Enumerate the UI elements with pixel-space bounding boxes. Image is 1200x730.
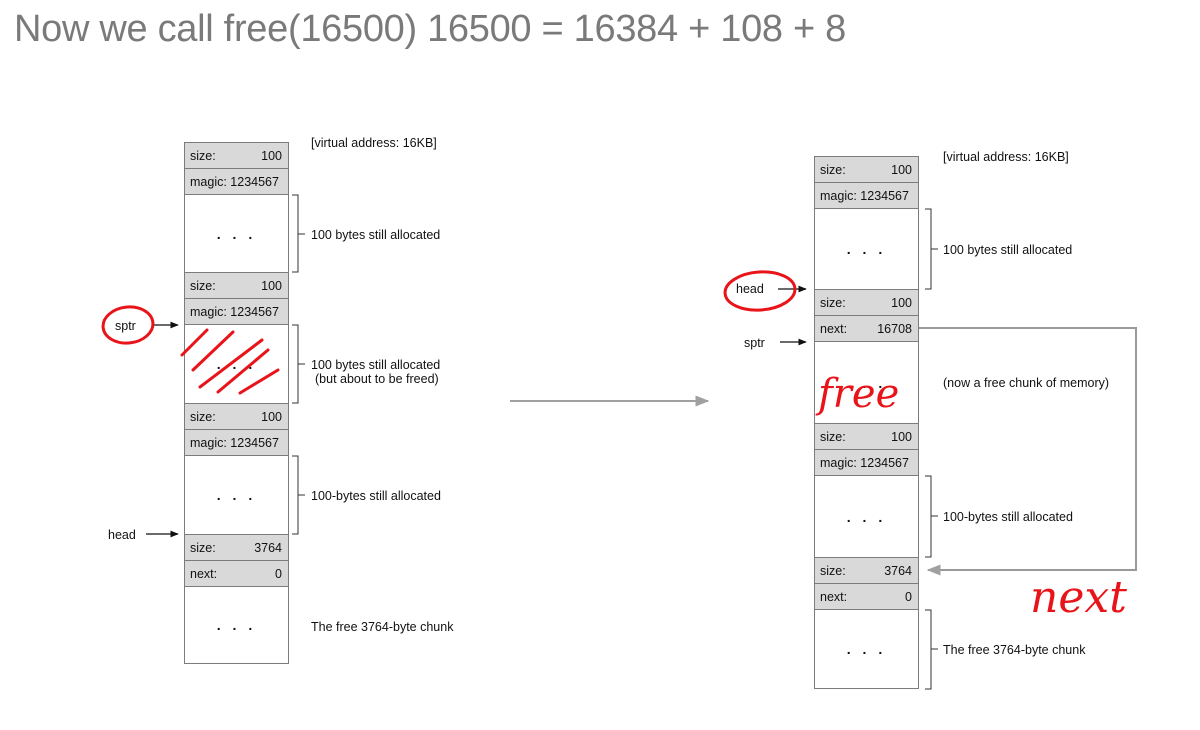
- sptr-circle: [101, 305, 155, 345]
- handwritten-free: free: [815, 371, 899, 417]
- magic-label: magic: 1234567: [190, 174, 279, 189]
- left-h3-size-cell: size: 100: [184, 403, 289, 430]
- right-vaddr-label: [virtual address: 16KB]: [943, 150, 1069, 164]
- ellipsis: . . .: [846, 641, 887, 657]
- size-value: 100: [891, 429, 912, 444]
- left-vaddr-label: [virtual address: 16KB]: [311, 136, 437, 150]
- size-value: 100: [261, 278, 282, 293]
- left-sptr-label: sptr: [115, 319, 136, 333]
- ellipsis: . . .: [846, 374, 887, 391]
- right-h3-size-cell: size: 100: [814, 423, 919, 450]
- strike-5: [238, 368, 280, 395]
- next-pointer-connector: [919, 327, 1137, 576]
- right-chunk1-note: 100 bytes still allocated: [943, 243, 1073, 257]
- size-value: 100: [261, 148, 282, 163]
- ellipsis: . . .: [846, 241, 887, 257]
- right-bracket-chunk1: [925, 208, 932, 290]
- left-h2-magic-cell: magic: 1234567: [184, 298, 289, 325]
- left-free-next-cell: next: 0: [184, 560, 289, 587]
- size-label: size:: [190, 148, 216, 163]
- left-h1-magic-cell: magic: 1234567: [184, 168, 289, 195]
- next-label: next:: [820, 321, 848, 336]
- right-chunk3-note: 100-bytes still allocated: [943, 510, 1073, 524]
- next-value: 16708: [877, 321, 912, 336]
- right-chunk2-cell: . . .: [814, 342, 919, 423]
- right-brackets: [925, 208, 938, 690]
- magic-label: magic: 1234567: [820, 188, 909, 203]
- strike-4: [216, 348, 270, 394]
- left-chunk1-cell: . . .: [184, 195, 289, 272]
- size-value: 3764: [884, 563, 912, 578]
- size-label: size:: [190, 409, 216, 424]
- left-chunk3-cell: . . .: [184, 456, 289, 534]
- ellipsis: . . .: [216, 487, 257, 503]
- right-free-chunk-cell: . . .: [814, 610, 919, 689]
- next-label: next:: [820, 589, 848, 604]
- strike-3: [198, 338, 264, 389]
- size-value: 100: [891, 162, 912, 177]
- left-bracket-chunk3: [292, 455, 299, 535]
- size-label: size:: [190, 540, 216, 555]
- right-h1-size-cell: size: 100: [814, 156, 919, 183]
- right-free-next-cell: next: 0: [814, 583, 919, 610]
- size-value: 100: [891, 295, 912, 310]
- size-label: size:: [820, 429, 846, 444]
- right-chunk2-note: (now a free chunk of memory): [943, 376, 1110, 390]
- ellipsis: . . .: [846, 508, 887, 525]
- left-bracket-chunk1: [292, 194, 299, 273]
- right-h1-magic-cell: magic: 1234567: [814, 182, 919, 209]
- left-bracket-chunk2: [292, 324, 299, 404]
- size-value: 100: [261, 409, 282, 424]
- head-circle: [723, 270, 797, 312]
- slide-title: Now we call free(16500) 16500 = 16384 + …: [14, 8, 846, 50]
- right-free-size-cell: size: 3764: [814, 557, 919, 584]
- magic-label: magic: 1234567: [190, 435, 279, 450]
- left-chunk2-cell: . . .: [184, 325, 289, 403]
- left-free-chunk-note: The free 3764-byte chunk: [311, 620, 454, 634]
- right-chunk3-cell: . . .: [814, 476, 919, 557]
- right-sptr-label: sptr: [744, 336, 765, 350]
- magic-label: magic: 1234567: [190, 304, 279, 319]
- left-chunk2-note: 100 bytes still allocated (but about to …: [311, 358, 440, 386]
- left-h2-size-cell: size: 100: [184, 272, 289, 299]
- strike-1: [180, 328, 209, 357]
- left-chunk3-note: 100-bytes still allocated: [311, 489, 441, 503]
- handwritten-next: next: [1030, 572, 1127, 623]
- red-markings: [101, 270, 797, 395]
- right-bracket-chunk3: [925, 475, 932, 558]
- right-bracket-free: [925, 609, 932, 690]
- left-h3-magic-cell: magic: 1234567: [184, 429, 289, 456]
- size-label: size:: [190, 278, 216, 293]
- strike-2: [191, 330, 235, 372]
- left-chunk1-note: 100 bytes still allocated: [311, 228, 441, 242]
- ellipsis: . . .: [216, 225, 257, 242]
- left-head-label: head: [108, 528, 136, 542]
- left-free-chunk-cell: . . .: [184, 587, 289, 664]
- size-label: size:: [820, 563, 846, 578]
- size-label: size:: [820, 162, 846, 177]
- ellipsis: . . .: [216, 617, 257, 633]
- note-line2: (but about to be freed): [315, 372, 439, 386]
- next-value: 0: [275, 566, 282, 581]
- magic-label: magic: 1234567: [820, 455, 909, 470]
- size-value: 3764: [254, 540, 282, 555]
- note-line1: 100 bytes still allocated: [311, 358, 441, 372]
- size-label: size:: [820, 295, 846, 310]
- right-h2-next-cell: next: 16708: [814, 315, 919, 342]
- right-free-chunk-note: The free 3764-byte chunk: [943, 643, 1086, 657]
- next-value: 0: [905, 589, 912, 604]
- left-brackets: [292, 194, 305, 535]
- right-h3-magic-cell: magic: 1234567: [814, 449, 919, 476]
- right-head-label: head: [736, 282, 764, 296]
- next-label: next:: [190, 566, 218, 581]
- right-chunk1-cell: . . .: [814, 209, 919, 289]
